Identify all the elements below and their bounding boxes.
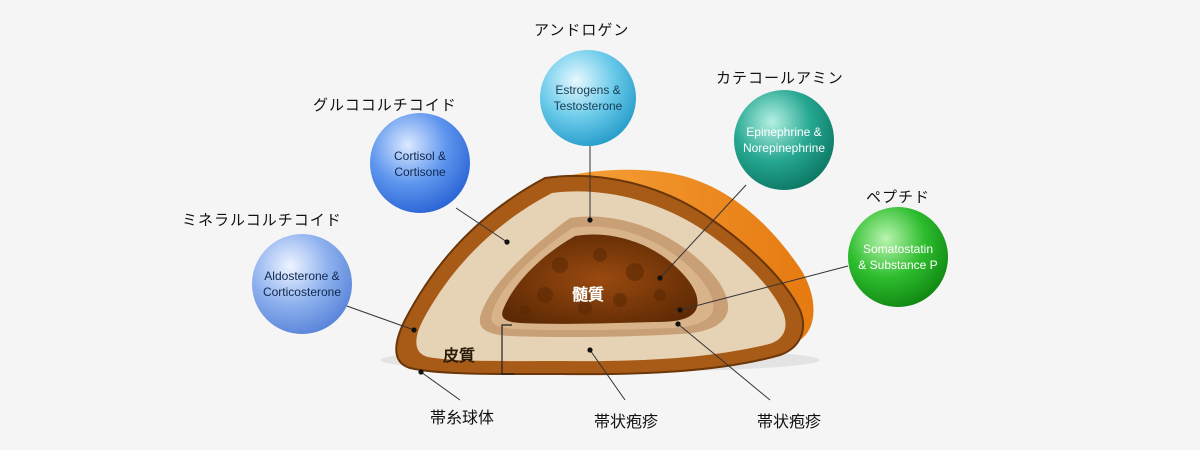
label-zona-glomerulosa: 帯糸球体 [430, 408, 495, 427]
heading-peptide: ペプチド [866, 188, 931, 206]
leader-reticularis [677, 323, 771, 401]
label-medulla: 髄質 [572, 285, 605, 304]
leader-glomerulosa [420, 371, 461, 401]
leader-catecholamine [659, 184, 747, 279]
hormones-catecholamine: Epinephrine & Norepinephrine [742, 125, 826, 155]
heading-glucocorticoid: グルココルチコイド [313, 96, 457, 114]
heading-mineralocorticoid: ミネラルコルチコイド [182, 211, 342, 229]
medulla-texture [520, 248, 666, 315]
heading-catecholamine: カテコールアミン [716, 69, 844, 87]
cortex-bracket [501, 324, 514, 375]
leader-lines [343, 146, 849, 401]
leader-fasciculata [589, 349, 626, 401]
label-zona-fasciculata: 帯状疱疹 [594, 412, 659, 431]
label-cortex: 皮質 [443, 346, 476, 365]
hormones-androgen: Estrogens & Testosterone [553, 83, 623, 113]
hormones-peptide: Somatostatin & Substance P [858, 242, 938, 272]
hormones-mineralocorticoid: Aldosterone & Corticosterone [262, 269, 342, 299]
bubble-peptide [848, 207, 948, 307]
bubble-catecholamine [734, 90, 834, 190]
bubble-glucocorticoid [370, 113, 470, 213]
heading-androgen: アンドロゲン [534, 21, 630, 39]
bubble-mineralocorticoid [252, 234, 352, 334]
gland-medulla [502, 234, 698, 324]
leader-peptide [679, 265, 849, 311]
leader-dots [411, 217, 683, 375]
leader-glucocorticoid [455, 207, 508, 243]
label-zona-reticularis: 帯状疱疹 [757, 412, 822, 431]
leader-mineralocorticoid [343, 304, 415, 331]
bubble-androgen [540, 50, 636, 146]
hormones-glucocorticoid: Cortisol & Cortisone [393, 149, 446, 179]
